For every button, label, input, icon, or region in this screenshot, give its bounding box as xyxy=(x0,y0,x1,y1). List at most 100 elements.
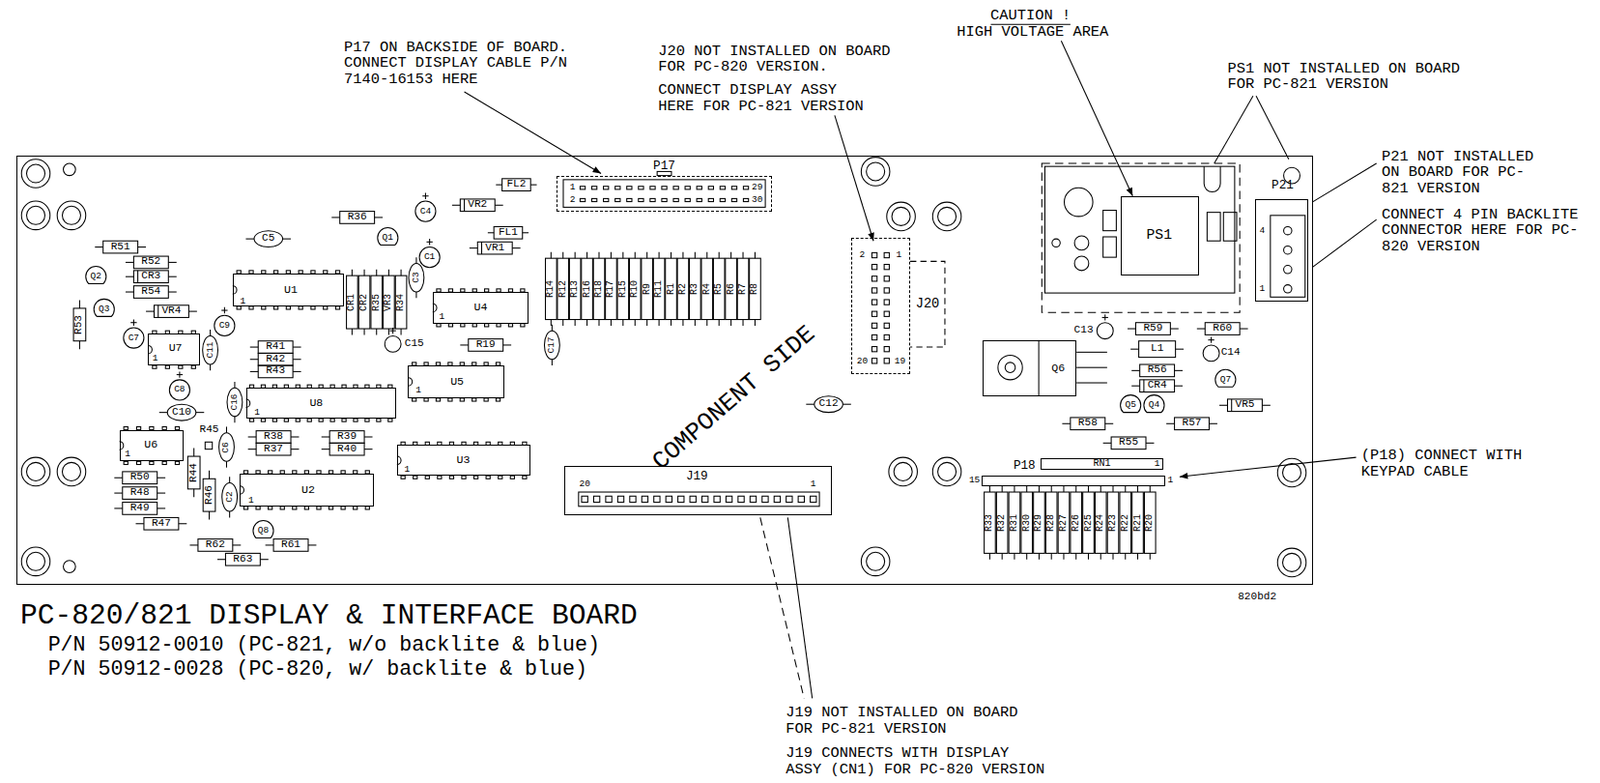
part-outline xyxy=(481,241,483,255)
part-outline xyxy=(530,184,537,186)
part-outline xyxy=(510,475,515,479)
part-outline xyxy=(742,252,744,258)
mounting-hole xyxy=(932,457,962,486)
part-outline xyxy=(650,186,656,190)
part-outline xyxy=(569,257,581,319)
part-outline xyxy=(437,475,442,479)
part-label: R22 xyxy=(1120,514,1131,532)
component-label: P18 xyxy=(1013,458,1036,472)
part-label: R52 xyxy=(141,257,161,268)
part-outline xyxy=(388,269,390,276)
part-outline xyxy=(375,328,377,335)
part-outline xyxy=(884,287,889,293)
chip-pins xyxy=(232,270,341,310)
part-outline xyxy=(713,257,725,319)
part-outline xyxy=(384,335,401,352)
part-label: C7 xyxy=(128,333,140,343)
component-outline: U8 xyxy=(246,387,397,419)
part-outline xyxy=(641,257,654,319)
part-label: Q2 xyxy=(90,271,102,282)
mounting-hole xyxy=(888,457,918,486)
part-outline xyxy=(388,418,393,422)
connector-outline xyxy=(910,260,945,347)
component-symbol xyxy=(495,178,537,192)
part-outline xyxy=(593,257,605,319)
part-outline xyxy=(1013,552,1015,559)
note-text: CONNECT 4 PIN BACKLITE CONNECTOR HERE FO… xyxy=(1381,206,1581,256)
component-symbol xyxy=(93,298,115,316)
part-label: C10 xyxy=(171,406,192,418)
pin-number: CAUTION ! xyxy=(990,8,1071,24)
part-outline xyxy=(125,291,134,293)
part-outline xyxy=(154,305,190,318)
part-label: R32 xyxy=(997,514,1007,532)
mounting-hole xyxy=(938,461,957,481)
part-outline xyxy=(1204,322,1240,336)
power-supply-outline xyxy=(1074,256,1089,271)
part-outline xyxy=(1087,552,1089,559)
part-outline xyxy=(1142,379,1144,393)
part-label: C2 xyxy=(225,491,235,503)
component-symbol xyxy=(557,252,570,326)
part-label: R48 xyxy=(130,487,150,499)
part-outline xyxy=(1112,552,1114,559)
part-label: R55 xyxy=(1118,437,1139,449)
part-outline xyxy=(364,448,372,450)
part-outline xyxy=(805,403,814,405)
mounting-hole xyxy=(860,546,890,576)
part-outline xyxy=(415,291,417,298)
part-outline xyxy=(125,261,134,263)
part-outline xyxy=(598,252,600,258)
part-label: R46 xyxy=(203,485,215,505)
part-outline xyxy=(615,186,621,190)
part-outline xyxy=(984,491,997,553)
part-outline xyxy=(627,186,632,190)
component-symbol xyxy=(250,352,302,366)
mounting-hole xyxy=(1283,462,1302,482)
note-text: J20 NOT INSTALLED ON BOARD FOR PC-820 VE… xyxy=(657,43,893,76)
component-symbol xyxy=(459,339,512,352)
part-outline xyxy=(169,379,190,400)
power-supply-outline xyxy=(1103,210,1117,231)
component-label: Q6 xyxy=(1051,362,1065,374)
part-outline xyxy=(428,238,430,245)
part-label: R43 xyxy=(265,366,286,377)
part-label: R8 xyxy=(749,283,760,295)
component-label: U5 xyxy=(450,375,464,388)
component-symbol xyxy=(159,403,204,421)
part-outline xyxy=(145,311,154,313)
part-outline xyxy=(884,276,889,282)
part-outline xyxy=(773,495,780,502)
part-outline xyxy=(250,358,258,360)
component-symbol xyxy=(1143,395,1165,413)
part-label: R33 xyxy=(984,514,995,532)
part-outline xyxy=(243,506,248,510)
part-label: C5 xyxy=(261,233,275,245)
part-outline xyxy=(522,475,527,479)
board-side-label: COMPONENT SIDE xyxy=(649,320,821,475)
part-outline xyxy=(189,543,198,545)
component-symbol xyxy=(641,252,654,326)
part-outline xyxy=(871,311,877,316)
part-outline xyxy=(246,238,255,240)
component-symbol xyxy=(85,266,107,285)
part-label: VR1 xyxy=(485,242,505,254)
component-symbol xyxy=(569,252,581,326)
component-symbol xyxy=(1057,485,1070,560)
part-outline xyxy=(622,252,624,258)
component-symbol xyxy=(169,371,190,400)
part-outline xyxy=(371,275,383,329)
part-outline xyxy=(706,319,708,326)
part-label: R12 xyxy=(558,280,569,298)
mounting-hole xyxy=(21,546,51,576)
part-outline xyxy=(550,252,552,258)
part-label: R25 xyxy=(1083,514,1093,532)
part-outline xyxy=(1140,364,1175,377)
part-outline xyxy=(353,418,358,422)
chip-pins xyxy=(119,426,180,464)
part-outline xyxy=(1208,423,1217,425)
component-symbol xyxy=(469,241,521,255)
part-outline xyxy=(79,299,81,308)
component-label: J19 xyxy=(685,470,709,484)
part-outline xyxy=(718,319,720,326)
